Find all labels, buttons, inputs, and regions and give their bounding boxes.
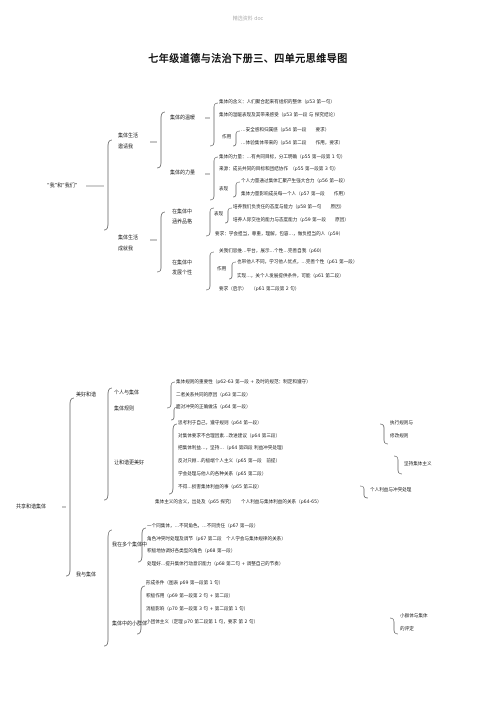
u3-a2-exp1: 个人力量通过集体汇聚产生强大合力（p56 第一段） xyxy=(241,179,348,184)
u3-a1-beh: 集体的温暖表现及其带来感受（p53 第一段 与 探究结论） xyxy=(219,113,338,118)
u3-b2-req: 要求（启示） （p61 第二段第 2 句） xyxy=(219,287,300,292)
u3-branch-b: 集体生活 成就我 xyxy=(118,235,139,252)
brace-d xyxy=(103,529,113,647)
u3-b2-r3: 实现…，关个人发展提供条件，可能（p61 第二段） xyxy=(237,274,344,279)
u4-c3-5: 学会处理与他人的各种关系（p65 第二段） xyxy=(178,472,267,477)
u3-a1-def: 集体的含义：人们聚合起来有组织的整体（p53 第一句） xyxy=(219,100,335,105)
u3-a1-role-label: 作用 xyxy=(222,135,232,140)
u4-c1: 个人与集体 xyxy=(114,390,140,396)
u4-c3-4: 反对只顾…的极端个人主义（p65 第一段 前提） xyxy=(178,459,281,464)
page-title: 七年级道德与法治下册三、四单元思维导图 xyxy=(148,54,348,65)
u3-b1-req: 要求：学会担当，尊重，理解，包容…，做负担当的人（p59） xyxy=(215,232,344,237)
brace-c3-side4 xyxy=(359,485,369,499)
brace-a xyxy=(156,111,166,169)
brace-d1 xyxy=(137,527,147,563)
u3-a2-exp2: 集体力量影响成员每一个人（p57 第一段 作用） xyxy=(241,192,348,197)
u4-d1-4: 处理好…提升集体行动意识能力（p68 第二句 + 调整自己的节奏） xyxy=(147,562,284,567)
brace-c3 xyxy=(168,423,178,495)
u3-a2-from: 来源：成员共同的目标和团结协作 （p55 第一段第 3 句） xyxy=(219,167,339,172)
brace-a1 xyxy=(209,102,219,147)
brace-c1 xyxy=(166,381,176,409)
u4-c3-3: 把集体利益…，坚持…（p64 第四段 利益冲突处理） xyxy=(178,446,287,451)
u3-a1-role2: …体验集体带来的（p54 第二段 作用，要求） xyxy=(241,141,344,146)
u4-c2: 集体规则 xyxy=(114,406,135,412)
u3-a2-src: 集体的力量：…有共同目标，分工明确（p55 第一段第 1 句） xyxy=(219,155,346,160)
u3-a1: 集体的温暖 xyxy=(170,115,196,121)
u3-branch-a: 集体生活 邀请我 xyxy=(118,133,139,150)
u3-root: “我”和“我们” xyxy=(47,183,78,189)
u4-d1-3: 积极地协调好各类型的角色（p68 第一段） xyxy=(147,549,236,554)
brace-b1-t xyxy=(224,207,233,224)
brace-a1-role xyxy=(232,130,241,147)
u4-c3: 让和谐更美好 xyxy=(114,460,145,466)
u4-branch-d: 我与集体 xyxy=(76,572,97,578)
brace-d2-side xyxy=(389,617,399,635)
u3-b2-role-label: 作用 xyxy=(217,267,227,272)
u3-b2-r2: 也带他人不同，学习他人优点，…完善个性（p61 第一段） xyxy=(237,260,358,265)
brace-a2-exp xyxy=(232,181,241,198)
u3-b1-t-label: 表现 xyxy=(214,212,224,217)
u4-c-bottom: 集体主义的含义，出处及（p65 探究） 个人利益与集体利益的关系（p64-65） xyxy=(155,500,322,505)
u3-a1-role1: …安全感和归属感（p54 第一段 要求） xyxy=(241,128,330,133)
brace-c2 xyxy=(170,406,179,421)
brace-c3-side12 xyxy=(379,423,389,445)
u3-b2-fr: 关我们思维…平台，展示…个性…完善自我（p60） xyxy=(219,249,325,254)
u4-d2: 集体中的小群体 xyxy=(112,621,148,627)
u3-a2-exp-label: 表现 xyxy=(219,187,229,192)
u4-d1: 我在多个集体中 xyxy=(112,542,148,548)
u4-d2-4: 小团体主义（定理 p70 第二段第 1 句，要求 第 2 句） xyxy=(146,620,259,625)
u3-a2: 集体的力量 xyxy=(170,170,196,176)
u4-d2-3: 消极影响（p70 第一段第 3 句 + 第二段第 1 句） xyxy=(146,607,249,612)
u4-c1-3: 面对冲突的正确做法（p64 第一段） xyxy=(176,405,251,410)
u4-d1-1: 一个同集体，…不同角色，…不同责任（p67 第一段） xyxy=(147,524,259,529)
brace-c3-side3 xyxy=(393,455,403,475)
u4-c3-6: 不得…损害集体利益的事（p65 第三段） xyxy=(178,485,262,490)
u4-d2-side2: 的评定 xyxy=(400,627,414,632)
u4-branch-c: 美好和谐 xyxy=(76,392,97,398)
u4-c1-2: 二者关系共同的原因（p63 第二段） xyxy=(176,393,251,398)
u4-c3-side4: 个人利益与冲突处理 xyxy=(370,488,412,493)
u4-c3-2: 对集体要求不合理因素…改进建议（p64 第三段） xyxy=(178,434,281,439)
brace-b xyxy=(156,211,166,273)
u3-b2: 在集体中 发展个性 xyxy=(172,260,193,276)
brace-b2-role xyxy=(228,261,237,280)
u4-d2-2: 积极作用（p69 第一段第 2 句 + 第二段） xyxy=(146,594,234,599)
u3-b1: 在集体中 涵养品格 xyxy=(172,209,193,225)
u4-c1-1: 集体规则的重要性（p62-63 第一段 + 及时的规范：制定和遵守） xyxy=(176,380,311,385)
brace-d2 xyxy=(136,585,146,635)
brace-c xyxy=(103,387,113,501)
u4-c3-side1: 执行规则与 xyxy=(390,421,413,426)
brace-b2 xyxy=(205,251,215,291)
u3-b1-t1: 培养我们负责任的态度与能力（p58 第一句 原因） xyxy=(233,205,345,210)
brace-b1 xyxy=(205,207,215,237)
u3-b1-t2: 培养人际交往的能力与态度能力（p59 第一段 原因） xyxy=(233,218,349,223)
u4-root: 共享和谐集体 xyxy=(16,504,47,510)
brace-a2 xyxy=(209,156,219,201)
brace-root-u3 xyxy=(103,139,113,231)
u4-d2-side1: 小群体与集体 xyxy=(400,614,428,619)
u4-d1-2: 角色冲突时处理及调节（p67 第二段 个人学会与集体规律的关系） xyxy=(147,537,286,542)
u4-c3-side2: 修改规则 xyxy=(390,434,409,439)
page-header: 精选资料 doc xyxy=(232,16,264,22)
u4-c3-1: 思考利于自己，遵守规则（p64 第一段） xyxy=(178,421,262,426)
brace-root-u4 xyxy=(65,397,75,577)
u4-c3-side3: 坚持集体主义 xyxy=(404,462,432,467)
u4-d2-1: 形成条件（图表 p69 第一段第 1 句） xyxy=(146,581,224,586)
